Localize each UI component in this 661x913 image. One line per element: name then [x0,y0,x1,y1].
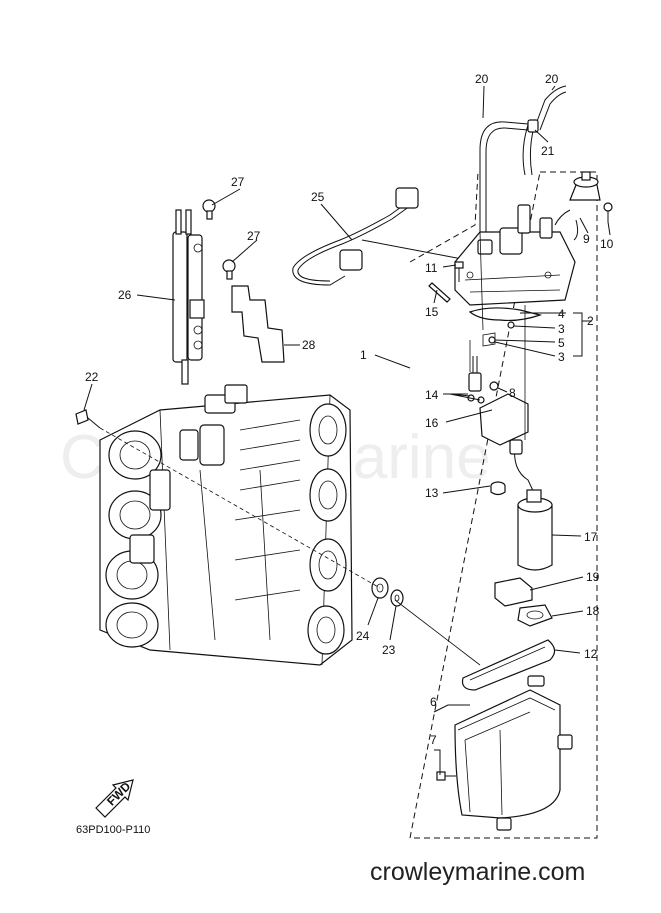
bracket-part-28 [231,285,285,363]
callout-9: 9 [583,232,590,246]
callout-11: 11 [425,261,438,275]
callout-23: 23 [382,643,396,657]
bolt-part-27-upper [202,199,216,220]
callout-13: 13 [425,486,439,500]
callout-28: 28 [302,338,316,352]
callout-22: 22 [85,370,99,384]
callout-labels: 1 2 3 3 4 5 6 7 8 9 10 11 12 13 14 15 16… [85,72,614,747]
callout-17: 17 [584,530,598,544]
bolt-part-7 [436,771,456,781]
cover-part-16 [479,393,529,446]
diagram-code: 63PD100-P110 [76,824,150,836]
screw-part-10 [603,202,613,222]
bolt-part-22 [75,409,101,429]
callout-4: 4 [558,307,565,321]
assembly-dashed-box [409,171,598,839]
gasket-part-4 [468,307,543,322]
screw-part-8 [489,381,499,391]
hose-clamps-part-14 [467,356,485,404]
callout-18: 18 [586,604,600,618]
callout-3b: 3 [558,350,565,364]
callout-19: 19 [586,570,600,584]
callout-12: 12 [584,647,598,661]
callout-15: 15 [425,305,439,319]
callout-1: 1 [360,348,367,362]
callout-14: 14 [425,388,439,402]
leader-lines [83,85,611,775]
intake-manifold-assembly [99,384,353,666]
washer-part-23 [390,589,404,607]
callout-26: 26 [118,288,132,302]
callout-21: 21 [541,144,555,158]
callout-2: 2 [587,314,594,328]
hose-joint-part-21 [527,119,539,133]
callout-20a: 20 [475,72,489,86]
callout-16: 16 [425,416,439,430]
callout-20b: 20 [545,72,559,86]
seal-part-5 [482,332,496,347]
pin-part-15 [428,282,451,303]
callout-3a: 3 [558,322,565,336]
callout-24: 24 [356,629,370,643]
grommet-part-13 [490,481,506,496]
pressure-regulator-part-9 [554,171,601,241]
damper-part-18 [517,604,553,627]
vapor-separator-cover-part-2 [454,204,576,306]
vapor-separator-tank-part-6 [454,675,573,831]
screws-part-3 [488,321,515,344]
fwd-arrow-icon: FWD [95,779,134,818]
callout-8: 8 [509,386,516,400]
fuel-pump-part-17 [509,439,553,571]
callout-7: 7 [430,733,437,747]
website-url: crowleymarine.com [370,858,585,886]
callout-5: 5 [558,336,565,350]
callout-6: 6 [430,695,437,709]
holder-part-19 [494,577,533,607]
callout-25: 25 [311,190,325,204]
callout-27a: 27 [231,175,245,189]
bolt-part-27-lower [222,259,236,280]
callout-27b: 27 [247,229,261,243]
callout-10: 10 [600,237,614,251]
fuel-rail-part-26 [172,209,205,385]
wire-harness-part-25 [292,187,521,286]
fuel-hose-part-20 [479,85,567,232]
